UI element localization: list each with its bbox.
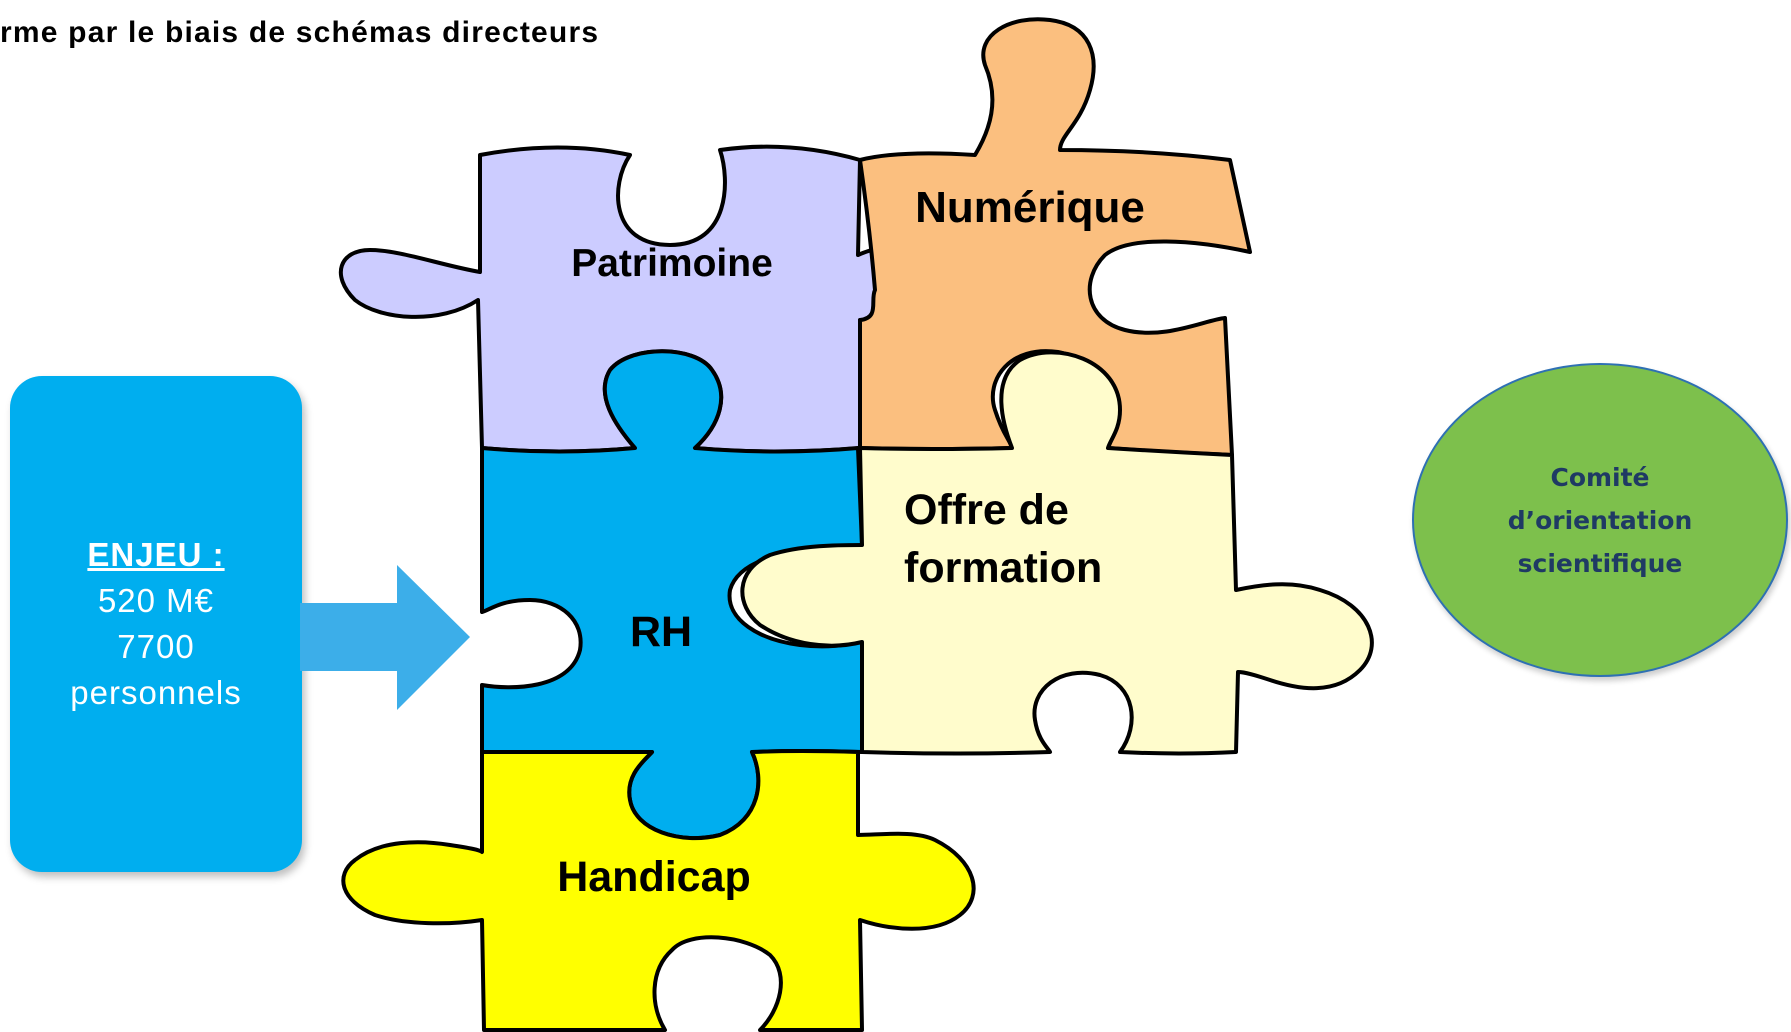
enjeu-box: ENJEU : 520 M€ 7700 personnels — [10, 376, 302, 872]
label-patrimoine: Patrimoine — [571, 242, 773, 285]
enjeu-amount: 520 M€ — [97, 582, 215, 619]
label-offre-line2: formation — [904, 544, 1102, 592]
enjeu-heading: ENJEU : — [87, 536, 225, 573]
enjeu-staff-count: 7700 — [117, 628, 195, 665]
label-offre-line1: Offre de — [904, 486, 1069, 534]
page-title: rme par le biais de schémas directeurs — [0, 16, 600, 49]
label-rh: RH — [630, 608, 692, 656]
comite-line1: Comité — [1550, 462, 1650, 492]
label-numerique: Numérique — [915, 183, 1145, 232]
label-handicap: Handicap — [557, 853, 751, 901]
puzzle-piece-handicap — [341, 749, 976, 1032]
comite-line3: scientifique — [1517, 548, 1683, 578]
comite-ellipse: Comité d’orientation scientifique — [1412, 363, 1788, 677]
puzzle-piece-offre-formation — [740, 350, 1374, 756]
enjeu-staff-label: personnels — [70, 674, 242, 711]
comite-line2: d’orientation — [1507, 505, 1693, 535]
arrow-right-icon — [300, 565, 470, 710]
